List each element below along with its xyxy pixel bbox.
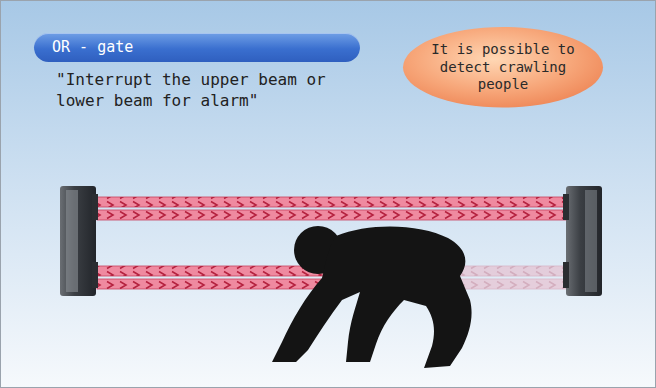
crawling-person <box>272 226 472 368</box>
gate-title: OR - gate <box>34 38 133 57</box>
left-sensor-post <box>60 186 98 296</box>
right-sensor-post <box>563 186 602 296</box>
note-text: It is possible to detect crawling people <box>427 41 579 94</box>
note-ellipse: It is possible to detect crawling people <box>402 26 604 109</box>
rule-note: "Interrupt the upper beam or lower beam … <box>56 70 368 112</box>
gate-title-bar: OR - gate <box>34 33 360 62</box>
